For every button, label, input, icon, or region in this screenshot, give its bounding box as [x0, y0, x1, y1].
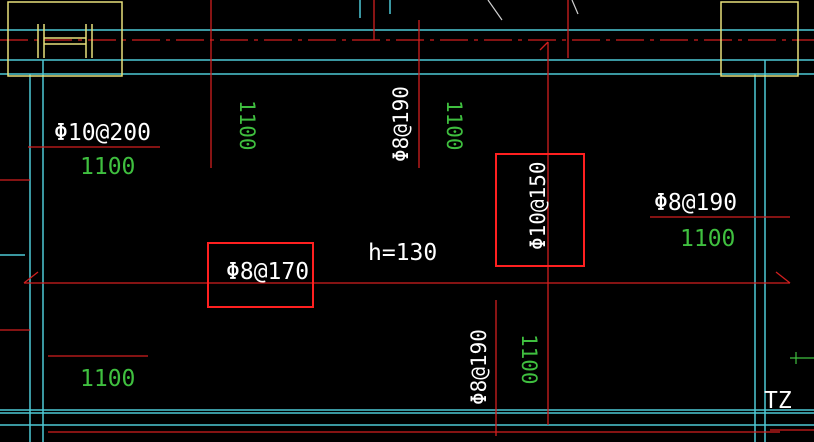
highlight-box-right [495, 153, 585, 267]
label-center-box-spec: Φ8@170 [226, 259, 309, 285]
steel-i-beam-icon [37, 24, 93, 58]
label-right-box-spec: Φ10@150 [526, 161, 550, 250]
column-box-right [720, 1, 799, 77]
label-right-spec: Φ8@190 [654, 190, 737, 216]
label-top-left-spec: Φ10@200 [54, 120, 151, 146]
misc-lines [487, 0, 579, 21]
label-top-vert-length: 1100 [235, 100, 259, 151]
label-bottom-left-length: 1100 [80, 366, 135, 392]
slab-thickness-label: h=130 [368, 240, 437, 266]
highlight-box-center [207, 242, 314, 308]
label-top-mid-spec: Φ8@190 [389, 86, 413, 162]
label-bottom-mid-length: 1100 [517, 334, 541, 385]
label-top-mid-length: 1100 [442, 100, 466, 151]
column-box-left [7, 1, 123, 77]
label-right-length: 1100 [680, 226, 735, 252]
label-bottom-mid-spec: Φ8@190 [467, 329, 491, 405]
label-top-left-length: 1100 [80, 154, 135, 180]
corner-tag: TZ [764, 388, 792, 414]
green-ticks [790, 352, 814, 364]
